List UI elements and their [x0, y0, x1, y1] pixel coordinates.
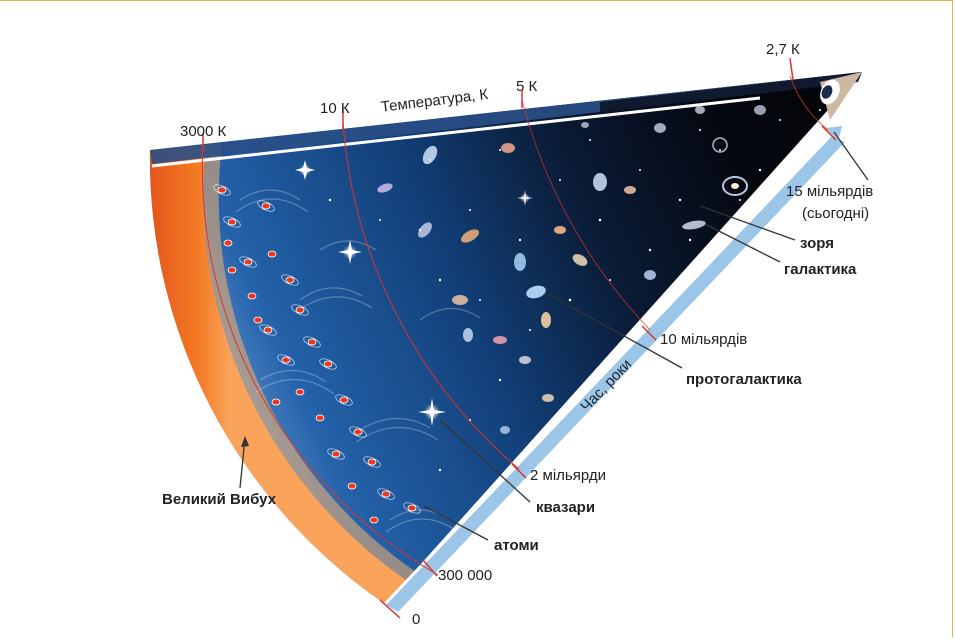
arc-10K — [342, 120, 520, 470]
epoch-arcs — [201, 75, 829, 576]
time-tick-2-billion: 2 мільярди — [530, 467, 606, 484]
atoms-field — [213, 184, 421, 524]
label-big-bang: Великий Вибух — [162, 491, 277, 508]
temperature-tick-5K: 5 К — [516, 78, 538, 95]
label-protogalaxy: протогалактика — [686, 371, 802, 388]
leader-lines — [239, 131, 869, 541]
big-bang-fireball — [149, 145, 418, 604]
quasar-stars — [295, 160, 533, 426]
temperature-tick-3000K: 3000 К — [180, 123, 227, 140]
label-quasars: квазари — [536, 499, 596, 516]
arc-2-7K — [789, 75, 829, 131]
arc-3000K — [201, 142, 439, 576]
time-tick-10-billion: 10 мільярдів — [660, 331, 748, 348]
time-tick-15-billion: 15 мільярдів — [786, 183, 874, 200]
time-tick-0: 0 — [412, 611, 421, 628]
label-star: зоря — [800, 235, 834, 252]
label-atoms: атоми — [494, 537, 539, 554]
fireball-inner-glow — [203, 143, 428, 588]
time-tick-300000: 300 000 — [438, 567, 493, 584]
time-ticks — [379, 125, 837, 619]
time-tick-today: (сьогодні) — [802, 205, 870, 222]
temperature-tick-2-7K: 2,7 К — [766, 41, 800, 58]
arc-5K — [521, 99, 651, 331]
observer-eye-icon — [820, 72, 862, 120]
temperature-ticks — [202, 57, 794, 152]
label-galaxy: галактика — [784, 261, 857, 278]
temperature-tick-10K: 10 К — [320, 100, 350, 117]
time-axis-bar — [385, 136, 845, 612]
